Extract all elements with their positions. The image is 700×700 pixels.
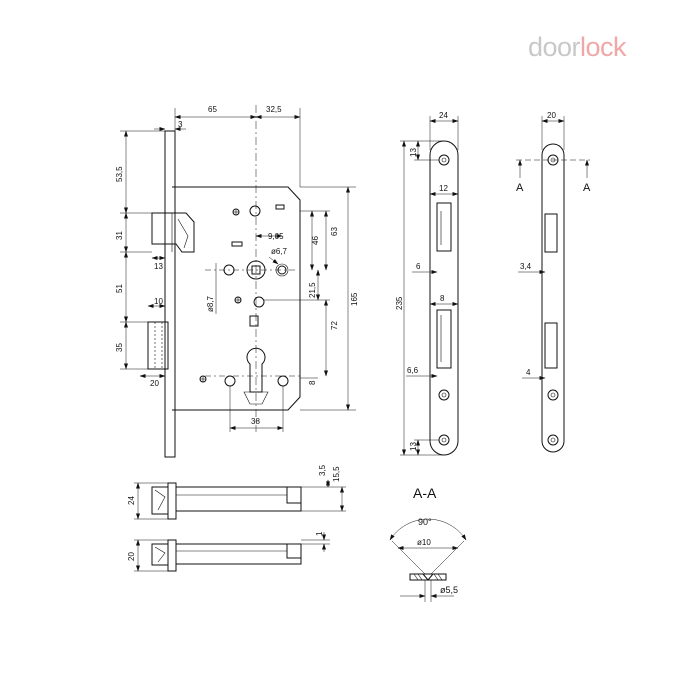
- latch-opening: [436, 202, 452, 252]
- bolt-opening: [436, 309, 452, 369]
- section-mark-a-left: A: [516, 182, 524, 194]
- dim-d5-5: ø5,5: [440, 585, 458, 595]
- bolt-side-view: 20 1: [127, 531, 330, 572]
- dim-31: 31: [115, 231, 124, 240]
- dim-4: 4: [526, 368, 531, 377]
- dim-46: 46: [311, 236, 320, 245]
- dead-bolt: [147, 321, 169, 370]
- dim-12: 12: [439, 184, 448, 193]
- faceplate: [164, 130, 176, 458]
- screw-hole: [249, 205, 261, 217]
- dim-3-4: 3,4: [520, 262, 532, 271]
- dim-13-top: 13: [409, 148, 418, 157]
- lock-case: [172, 186, 301, 411]
- dim-6: 6: [416, 262, 421, 271]
- dim-20-bolt: 20: [150, 379, 159, 388]
- dim-1: 1: [315, 531, 324, 536]
- dim-72: 72: [330, 321, 339, 330]
- dim-10: 10: [154, 297, 163, 306]
- faceplate-view: 24 235 13 13 12 6 8 6,6: [395, 111, 459, 456]
- dim-8-cyl: 8: [308, 380, 317, 385]
- dim-24-side: 24: [127, 496, 136, 505]
- doorlock-logo: doorlock: [528, 32, 627, 62]
- section-title: A-A: [413, 485, 437, 501]
- fixing-hole: [223, 264, 235, 276]
- cylinder-cutout: [246, 347, 266, 393]
- dim-15-5: 15,5: [332, 466, 341, 482]
- dim-38: 38: [251, 417, 260, 426]
- dim-165: 165: [350, 292, 359, 306]
- latch-bolt: [151, 212, 195, 253]
- dim-51: 51: [115, 284, 124, 293]
- dim-90-deg: 90°: [418, 517, 432, 527]
- dim-65: 65: [208, 105, 217, 114]
- latch-side-view: 24 3,5 15,5: [127, 464, 346, 520]
- dim-8-plate: 8: [440, 294, 445, 303]
- dim-35: 35: [115, 343, 124, 352]
- dim-3: 3: [178, 120, 183, 129]
- dim-53-5: 53,5: [115, 166, 124, 182]
- section-a-a: A-A 90° ø10 ø5,5: [389, 485, 467, 602]
- dim-3-5: 3,5: [318, 464, 327, 476]
- dim-63: 63: [330, 227, 339, 236]
- dim-d6-7: ø6,7: [271, 247, 288, 256]
- dim-d8-7: ø8,7: [206, 295, 215, 312]
- dim-21-5: 21,5: [308, 282, 317, 298]
- logo-text-door: door: [528, 32, 581, 62]
- dim-6-6: 6,6: [407, 366, 419, 375]
- faceplate-side-view: 20 A A 3,4 4: [516, 111, 591, 453]
- dim-32-5: 32,5: [266, 105, 282, 114]
- dim-20-side: 20: [127, 552, 136, 561]
- front-view: 65 32,5 3 53,5 31 51 35 13 10 20 9,05 ø6…: [115, 105, 359, 458]
- dim-235: 235: [395, 296, 404, 310]
- dim-d10: ø10: [417, 538, 431, 547]
- dim-13-latch: 13: [154, 262, 163, 271]
- dim-24-plate: 24: [439, 111, 448, 120]
- section-mark-a-right: A: [583, 182, 591, 194]
- dim-9-05: 9,05: [268, 232, 284, 241]
- follower-hole: [246, 260, 266, 280]
- logo-text-lock: lock: [580, 32, 627, 62]
- dim-13-bottom: 13: [409, 442, 418, 451]
- dim-20-plate: 20: [547, 111, 556, 120]
